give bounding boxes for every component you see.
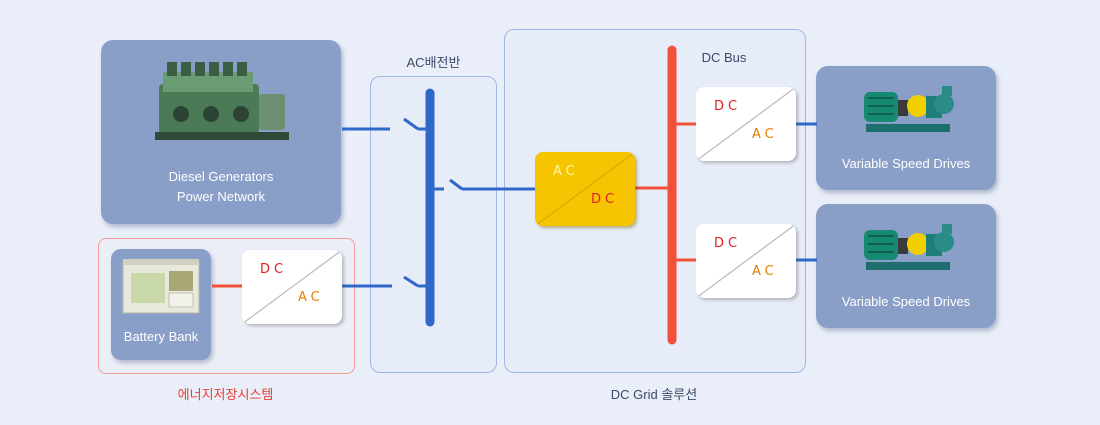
diesel-label-line1: Diesel Generators — [168, 169, 274, 184]
diesel-label-line2: Power Network — [176, 189, 266, 204]
converter-input-label: AC — [553, 164, 579, 179]
ac-panel-title: AC배전반 — [406, 55, 461, 70]
ess-title: 에너지저장시스템 — [177, 387, 274, 402]
battery-bank-card: Battery Bank — [111, 249, 211, 360]
drive-label-2: Variable Speed Drives — [841, 294, 971, 309]
battery-dc-ac-converter: DC AC — [242, 250, 342, 324]
drive2-dc-ac-converter: DC AC — [696, 224, 796, 298]
main-switch — [449, 178, 463, 191]
drive-card-2: Variable Speed Drives — [816, 204, 996, 328]
diesel-generator-icon — [155, 62, 289, 140]
battery-switch — [403, 275, 419, 288]
diesel-generator-card: Diesel Generators Power Network — [101, 40, 341, 224]
converter-output-label: AC — [752, 264, 778, 279]
dc-grid-title: DC Grid 솔루션 — [610, 387, 698, 402]
diesel-switch — [403, 117, 419, 131]
pump-motor-icon — [864, 224, 954, 270]
drive-card-1: Variable Speed Drives — [816, 66, 996, 190]
converter-output-label: DC — [591, 192, 619, 207]
battery-label: Battery Bank — [123, 329, 199, 344]
battery-cabinet-icon — [122, 259, 200, 314]
converter-output-label: AC — [298, 290, 324, 305]
pump-motor-icon — [864, 86, 954, 132]
drive-label-1: Variable Speed Drives — [841, 156, 971, 171]
dc-bus-label: DC Bus — [701, 50, 747, 65]
converter-input-label: DC — [260, 262, 288, 277]
converter-output-label: AC — [752, 127, 778, 142]
converter-input-label: DC — [714, 99, 742, 114]
drive1-dc-ac-converter: DC AC — [696, 87, 796, 161]
converter-input-label: DC — [714, 236, 742, 251]
main-ac-dc-converter: AC DC — [535, 152, 635, 226]
